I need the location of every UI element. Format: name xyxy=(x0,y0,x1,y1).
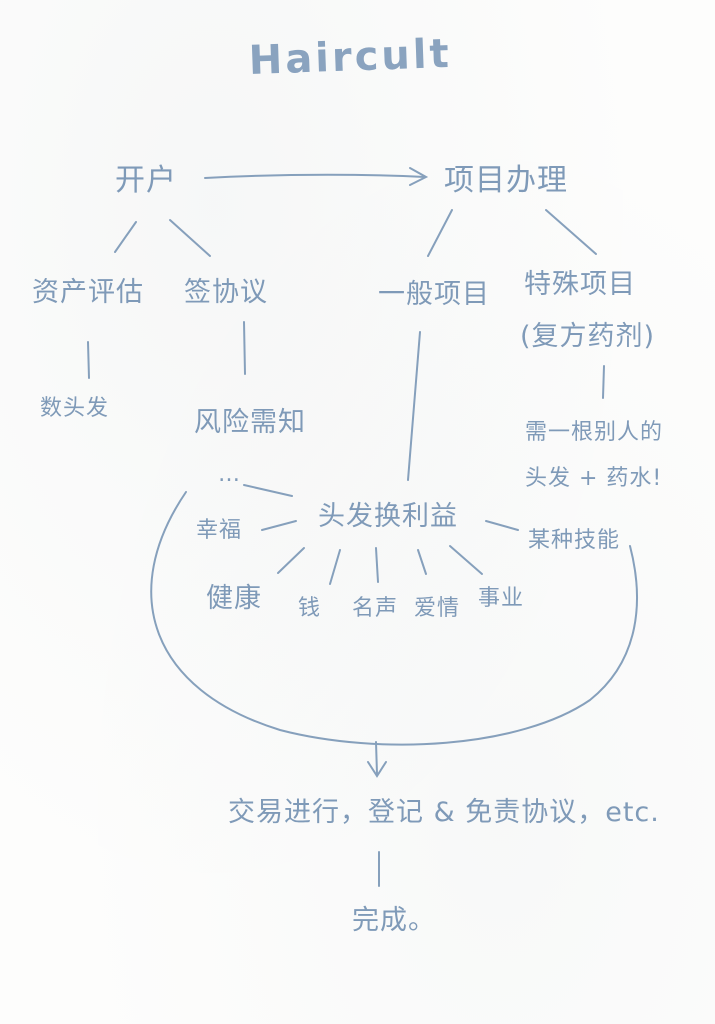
node-happiness: 幸福 xyxy=(196,518,243,543)
node-special-project-note: (复方药剂) xyxy=(520,321,656,352)
line-open-to-sign xyxy=(169,219,211,257)
spoke-skills xyxy=(485,520,519,531)
node-trade-step: 交易进行，登记 & 免责协议，etc. xyxy=(228,797,660,828)
page-title: Haircult xyxy=(248,30,453,84)
spoke-fame xyxy=(375,547,379,583)
node-open-account: 开户 xyxy=(115,163,177,198)
enclosing-curve xyxy=(150,491,638,746)
node-special-project: 特殊项目 xyxy=(524,269,636,300)
node-money: 钱 xyxy=(298,596,322,621)
node-general-project: 一般项目 xyxy=(378,279,490,310)
line-project-to-special xyxy=(545,209,597,255)
node-count-hair: 数头发 xyxy=(40,396,110,421)
node-requirement-line1: 需一根别人的 xyxy=(525,420,664,445)
node-skills: 某种技能 xyxy=(528,528,621,553)
node-sign-agreement: 签协议 xyxy=(184,277,268,308)
node-fame: 名声 xyxy=(352,596,399,621)
line-hub-to-trade xyxy=(375,741,378,775)
spoke-health xyxy=(277,547,305,574)
node-requirement-line2: 头发 + 药水! xyxy=(525,466,663,491)
line-special-to-req xyxy=(602,365,605,399)
node-ellipsis: … xyxy=(218,462,241,487)
node-done: 完成。 xyxy=(352,905,436,936)
spoke-ellipsis xyxy=(243,484,293,497)
spoke-career xyxy=(449,545,483,575)
line-project-to-general xyxy=(427,209,453,257)
arrowhead-hub-to-trade xyxy=(367,761,387,778)
spoke-happiness xyxy=(261,520,297,531)
node-project-handling: 项目办理 xyxy=(444,163,568,198)
line-asset-to-count xyxy=(87,341,90,379)
node-risk-notice: 风险需知 xyxy=(194,407,306,438)
node-hair-exchange: 头发换利益 xyxy=(318,501,458,532)
line-open-to-asset xyxy=(114,221,137,253)
node-career: 事业 xyxy=(478,586,525,611)
node-health: 健康 xyxy=(206,583,262,614)
arrowhead-open-to-project xyxy=(409,167,429,186)
arrow-open-to-project xyxy=(204,173,426,179)
spoke-money xyxy=(329,549,341,585)
spoke-love xyxy=(417,549,427,575)
line-sign-to-risk xyxy=(243,321,246,375)
node-love: 爱情 xyxy=(414,596,461,621)
node-asset-assessment: 资产评估 xyxy=(32,277,144,308)
line-general-to-hub xyxy=(407,331,421,481)
